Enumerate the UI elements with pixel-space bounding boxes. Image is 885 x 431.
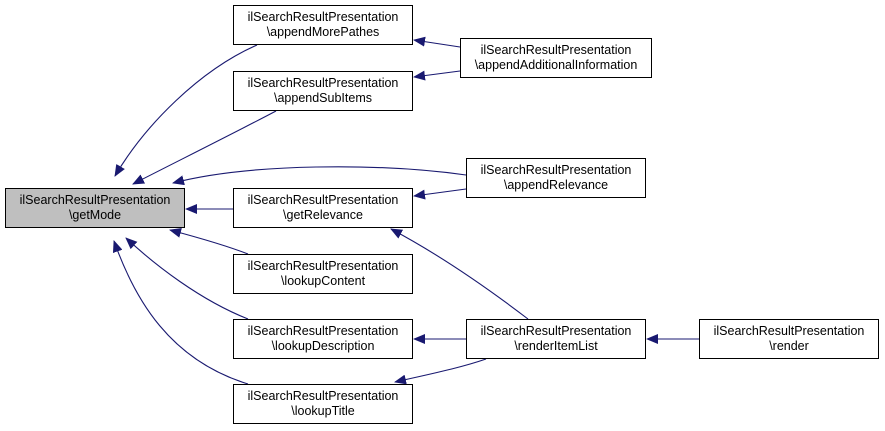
- node-lookupContent[interactable]: ilSearchResultPresentation\lookupContent: [233, 254, 413, 294]
- node-getMode: ilSearchResultPresentation\getMode: [5, 188, 185, 228]
- node-method-label: \lookupContent: [280, 274, 366, 288]
- node-appendAdditionalInformation[interactable]: ilSearchResultPresentation\appendAdditio…: [460, 38, 652, 78]
- edge-appendAdditionalInformation-to-appendMorePathes: [413, 36, 461, 48]
- node-method-label: \appendMorePathes: [266, 25, 380, 39]
- node-render[interactable]: ilSearchResultPresentation\render: [699, 319, 879, 359]
- edge-lookupContent-to-getMode: [169, 228, 249, 255]
- node-class-label: ilSearchResultPresentation: [713, 324, 865, 338]
- node-class-label: ilSearchResultPresentation: [247, 193, 399, 207]
- node-method-label: \appendSubItems: [274, 91, 372, 105]
- edge-appendAdditionalInformation-to-appendSubItems: [413, 70, 461, 81]
- edge-appendRelevance-to-getRelevance: [413, 188, 467, 200]
- node-renderItemList[interactable]: ilSearchResultPresentation\renderItemLis…: [466, 319, 646, 359]
- edge-renderItemList-to-getRelevance: [390, 228, 529, 320]
- node-getRelevance[interactable]: ilSearchResultPresentation\getRelevance: [233, 188, 413, 228]
- node-class-label: ilSearchResultPresentation: [247, 324, 399, 338]
- node-method-label: \lookupDescription: [271, 339, 375, 353]
- node-method-label: \render: [769, 339, 809, 353]
- node-appendMorePathes[interactable]: ilSearchResultPresentation\appendMorePat…: [233, 5, 413, 45]
- edge-appendRelevance-to-getMode: [172, 166, 467, 186]
- node-class-label: ilSearchResultPresentation: [247, 10, 399, 24]
- node-lookupTitle[interactable]: ilSearchResultPresentation\lookupTitle: [233, 384, 413, 424]
- edge-appendSubItems-to-getMode: [132, 110, 277, 185]
- node-appendRelevance[interactable]: ilSearchResultPresentation\appendRelevan…: [466, 158, 646, 198]
- node-method-label: \renderItemList: [514, 339, 598, 353]
- node-method-label: \getRelevance: [283, 208, 363, 222]
- node-class-label: ilSearchResultPresentation: [247, 76, 399, 90]
- node-lookupDescription[interactable]: ilSearchResultPresentation\lookupDescrip…: [233, 319, 413, 359]
- edge-lookupTitle-to-getMode: [112, 240, 249, 385]
- node-class-label: ilSearchResultPresentation: [247, 259, 399, 273]
- node-appendSubItems[interactable]: ilSearchResultPresentation\appendSubItem…: [233, 71, 413, 111]
- node-class-label: ilSearchResultPresentation: [247, 389, 399, 403]
- node-method-label: \lookupTitle: [291, 404, 355, 418]
- edge-lookupDescription-to-getMode: [125, 237, 249, 320]
- node-class-label: ilSearchResultPresentation: [480, 163, 632, 177]
- edge-appendMorePathes-to-getMode: [114, 44, 258, 177]
- node-method-label: \getMode: [68, 208, 122, 222]
- node-class-label: ilSearchResultPresentation: [480, 324, 632, 338]
- node-method-label: \appendRelevance: [503, 178, 609, 192]
- edge-renderItemList-to-lookupTitle: [394, 358, 487, 385]
- node-class-label: ilSearchResultPresentation: [480, 43, 632, 57]
- node-method-label: \appendAdditionalInformation: [474, 58, 638, 72]
- node-class-label: ilSearchResultPresentation: [19, 193, 171, 207]
